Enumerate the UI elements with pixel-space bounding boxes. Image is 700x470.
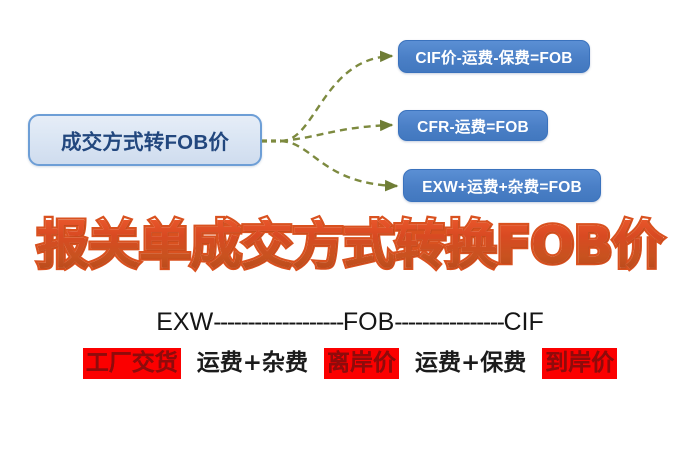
incoterm-term-cif-price: 到岸价 bbox=[542, 348, 618, 379]
connector-to-child-0 bbox=[280, 50, 394, 143]
mindmap-region: 成交方式转FOB价 CIF价-运费-保费=FOB CFR-运费=FOB EXW+… bbox=[0, 0, 700, 210]
incoterm-axis-line: EXW-------------------FOB---------------… bbox=[0, 308, 700, 337]
mindmap-child-node-cif[interactable]: CIF价-运费-保费=FOB bbox=[398, 40, 590, 73]
mindmap-child-label-cfr: CFR-运费=FOB bbox=[417, 118, 529, 136]
incoterm-axis-label-cif: CIF bbox=[503, 308, 544, 336]
mindmap-root-label: 成交方式转FOB价 bbox=[60, 131, 230, 154]
incoterm-axis-label-exw: EXW bbox=[156, 308, 214, 336]
incoterm-term-factory-delivery: 工厂交货 bbox=[82, 348, 181, 379]
mindmap-child-node-cfr[interactable]: CFR-运费=FOB bbox=[398, 110, 548, 141]
incoterm-term-freight-plus-insurance: 运费+保费 bbox=[415, 349, 527, 376]
incoterm-terms-row: 工厂交货 运费+杂费 离岸价 运费+保费 到岸价 bbox=[0, 348, 700, 379]
mindmap-child-label-cif: CIF价-运费-保费=FOB bbox=[415, 49, 573, 67]
mindmap-child-label-exw: EXW+运费+杂费=FOB bbox=[422, 178, 582, 196]
page-title: 报关单成交方式转换FOB价 bbox=[36, 216, 664, 276]
incoterm-axis-label-fob: FOB bbox=[342, 308, 395, 336]
mindmap-root-node[interactable]: 成交方式转FOB价 bbox=[28, 114, 262, 166]
mindmap-child-node-exw[interactable]: EXW+运费+杂费=FOB bbox=[403, 169, 601, 202]
connector-to-child-1 bbox=[280, 119, 394, 143]
incoterm-axis-dashes-right: ---------------- bbox=[394, 308, 505, 336]
hero-title-banner: 报关单成交方式转换FOB价 报关单成交方式转换FOB价 bbox=[0, 208, 700, 284]
incoterm-scale-region: EXW-------------------FOB---------------… bbox=[0, 300, 700, 400]
connector-to-child-2 bbox=[280, 139, 399, 192]
incoterm-axis-dashes-left: ------------------- bbox=[213, 308, 344, 336]
incoterm-term-freight-plus-misc: 运费+杂费 bbox=[196, 349, 308, 376]
incoterm-term-fob-price: 离岸价 bbox=[324, 348, 399, 379]
